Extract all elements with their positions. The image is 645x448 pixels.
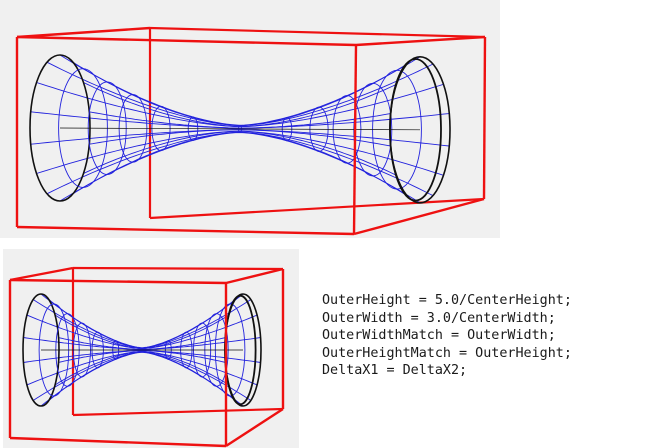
mesh-meridian bbox=[40, 351, 244, 407]
code-line: OuterHeight = 5.0/CenterHeight; bbox=[322, 293, 572, 308]
mesh-meridian bbox=[59, 132, 421, 204]
bounding-box-edge bbox=[9, 278, 227, 285]
mesh-meridian bbox=[46, 131, 408, 196]
bounding-box-edge bbox=[9, 436, 227, 448]
top-3d-viewport[interactable] bbox=[0, 0, 500, 238]
mesh-meridian bbox=[30, 129, 391, 147]
mesh-meridian bbox=[89, 129, 450, 147]
code-line: OuterWidth = 3.0/CenterWidth; bbox=[322, 310, 556, 326]
mesh-meridian bbox=[30, 111, 391, 129]
bounding-box-edge bbox=[149, 26, 486, 39]
bounding-box-edge bbox=[482, 36, 487, 200]
top-wireframe-canvas[interactable] bbox=[0, 0, 500, 238]
axis-line bbox=[59, 127, 421, 131]
mesh-meridian bbox=[72, 131, 434, 197]
bounding-box-edge bbox=[225, 407, 284, 448]
mesh-meridian bbox=[40, 293, 244, 349]
code-snippet: OuterHeight = 5.0/CenterHeight; OuterWidt… bbox=[322, 292, 572, 380]
code-line: OuterWidthMatch = OuterWidth; bbox=[322, 328, 556, 344]
bounding-box-edge bbox=[355, 35, 486, 47]
code-line: OuterHeightMatch = OuterHeight; bbox=[322, 345, 572, 361]
bounding-box-edge bbox=[353, 197, 485, 236]
mesh-meridian bbox=[72, 61, 434, 127]
bounding-box-edge bbox=[225, 267, 284, 285]
mesh-meridian bbox=[89, 111, 450, 129]
bounding-box-edge bbox=[72, 266, 284, 271]
bounding-box-edge bbox=[16, 225, 355, 236]
bounding-box-edge bbox=[149, 197, 485, 220]
mesh-meridian bbox=[46, 61, 408, 127]
bottom-wireframe-canvas[interactable] bbox=[3, 249, 299, 448]
bounding-box-edge bbox=[352, 44, 358, 235]
code-line: DeltaX1 = DeltaX2; bbox=[322, 363, 468, 379]
bounding-box-edge bbox=[16, 26, 151, 39]
bounding-box-edge bbox=[16, 35, 357, 47]
mesh-meridian bbox=[59, 54, 421, 126]
bounding-box-edge bbox=[9, 266, 74, 282]
bounding-box-edge bbox=[72, 407, 284, 417]
bottom-3d-viewport[interactable] bbox=[3, 249, 299, 448]
